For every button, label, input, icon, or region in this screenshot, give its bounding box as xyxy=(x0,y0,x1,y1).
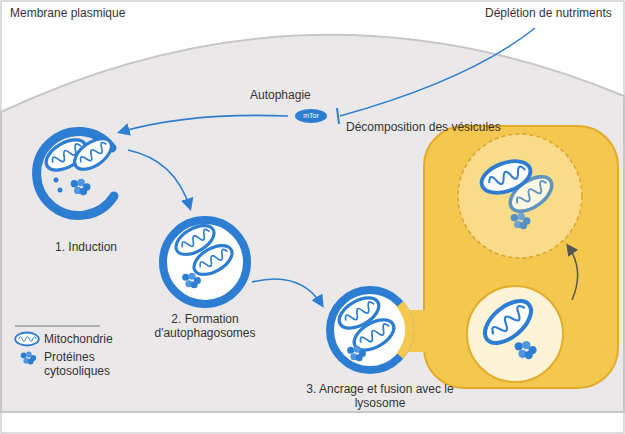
diagram-label: 1. Induction xyxy=(55,240,117,254)
diagram-label: Décomposition des vésicules xyxy=(346,120,501,134)
legend-text: Mitochondrie xyxy=(44,332,113,346)
diagram-label: 2. Formation d'autophagosomes xyxy=(150,312,260,340)
diagram-label: Autophagie xyxy=(250,88,311,102)
node-text: mTor xyxy=(303,112,319,120)
mitochondria-sample xyxy=(15,333,39,346)
diagram-label: Membrane plasmique xyxy=(10,6,125,20)
signal-oval: mTor xyxy=(295,109,327,123)
protein-sample xyxy=(21,352,36,365)
legend-text: Protéines cytosoliques xyxy=(44,350,124,378)
diagram-label: Déplétion de nutriments xyxy=(485,6,612,20)
diagram-label: 3. Ancrage et fusion avec le lysosome xyxy=(305,382,455,410)
